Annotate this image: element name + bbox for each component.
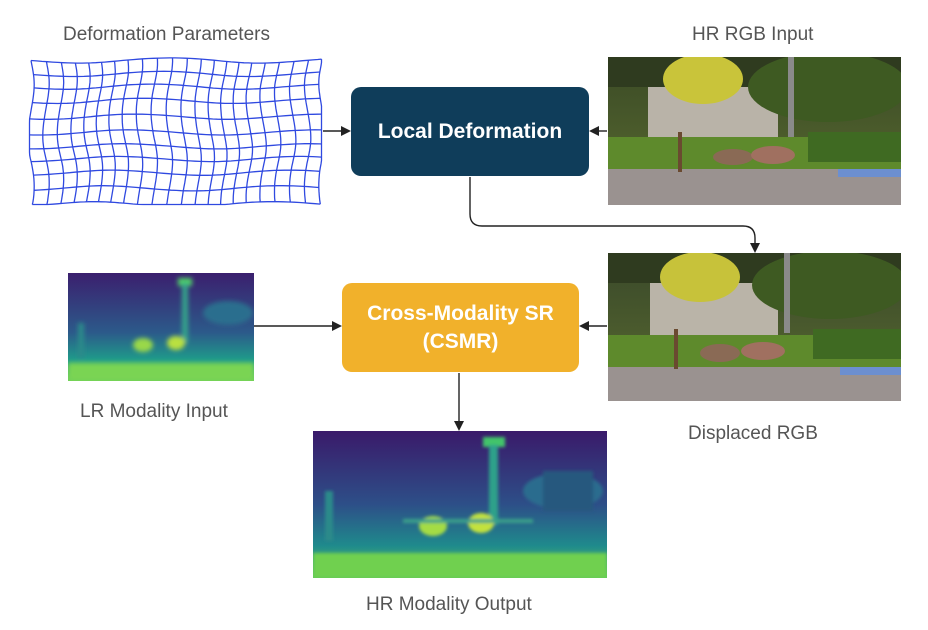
grid-line-horizontal (30, 57, 322, 64)
grid-line-vertical (303, 60, 312, 203)
grid-line-horizontal (32, 97, 321, 105)
grid-line-vertical (245, 62, 254, 203)
grid-line-vertical (318, 59, 323, 205)
deformation-grid (28, 56, 323, 206)
grid-line-vertical (108, 61, 116, 203)
deformation-parameters-label: Deformation Parameters (63, 24, 270, 45)
hr-rgb-input-image (608, 57, 901, 205)
grid-line-vertical (180, 58, 188, 205)
grid-line-vertical (288, 61, 297, 203)
grid-line-horizontal (34, 83, 319, 90)
grid-line-vertical (28, 60, 35, 205)
grid-line-vertical (219, 61, 228, 205)
grid-line-horizontal (29, 129, 322, 136)
lr-modality-input-label: LR Modality Input (80, 401, 228, 422)
grid-line-horizontal (31, 155, 322, 163)
grid-line-vertical (56, 62, 65, 204)
displaced-rgb-image (608, 253, 901, 401)
grid-line-vertical (194, 59, 202, 205)
csmr-box: Cross-Modality SR (CSMR) (342, 283, 579, 372)
grid-line-horizontal (29, 113, 322, 120)
grid-line-vertical (95, 62, 104, 202)
grid-line-vertical (135, 58, 144, 205)
grid-line-vertical (232, 62, 241, 204)
csmr-subtitle: (CSMR) (422, 329, 499, 353)
hr-modality-output-label: HR Modality Output (366, 594, 532, 615)
grid-line-horizontal (34, 185, 319, 192)
grid-line-horizontal (29, 143, 322, 150)
lr-modality-input-image (68, 273, 254, 381)
grid-line-vertical (42, 61, 50, 205)
local-deformation-box: Local Deformation (351, 87, 589, 176)
hr-modality-output-image (313, 431, 607, 578)
grid-line-vertical (121, 59, 130, 204)
grid-line-horizontal (32, 201, 321, 206)
hr-rgb-input-label: HR RGB Input (692, 24, 814, 45)
grid-line-horizontal (33, 70, 320, 78)
displaced-rgb-label: Displaced RGB (688, 423, 818, 444)
csmr-title: Cross-Modality SR (367, 302, 554, 326)
grid-line-vertical (207, 60, 216, 205)
grid-line-horizontal (33, 169, 320, 176)
